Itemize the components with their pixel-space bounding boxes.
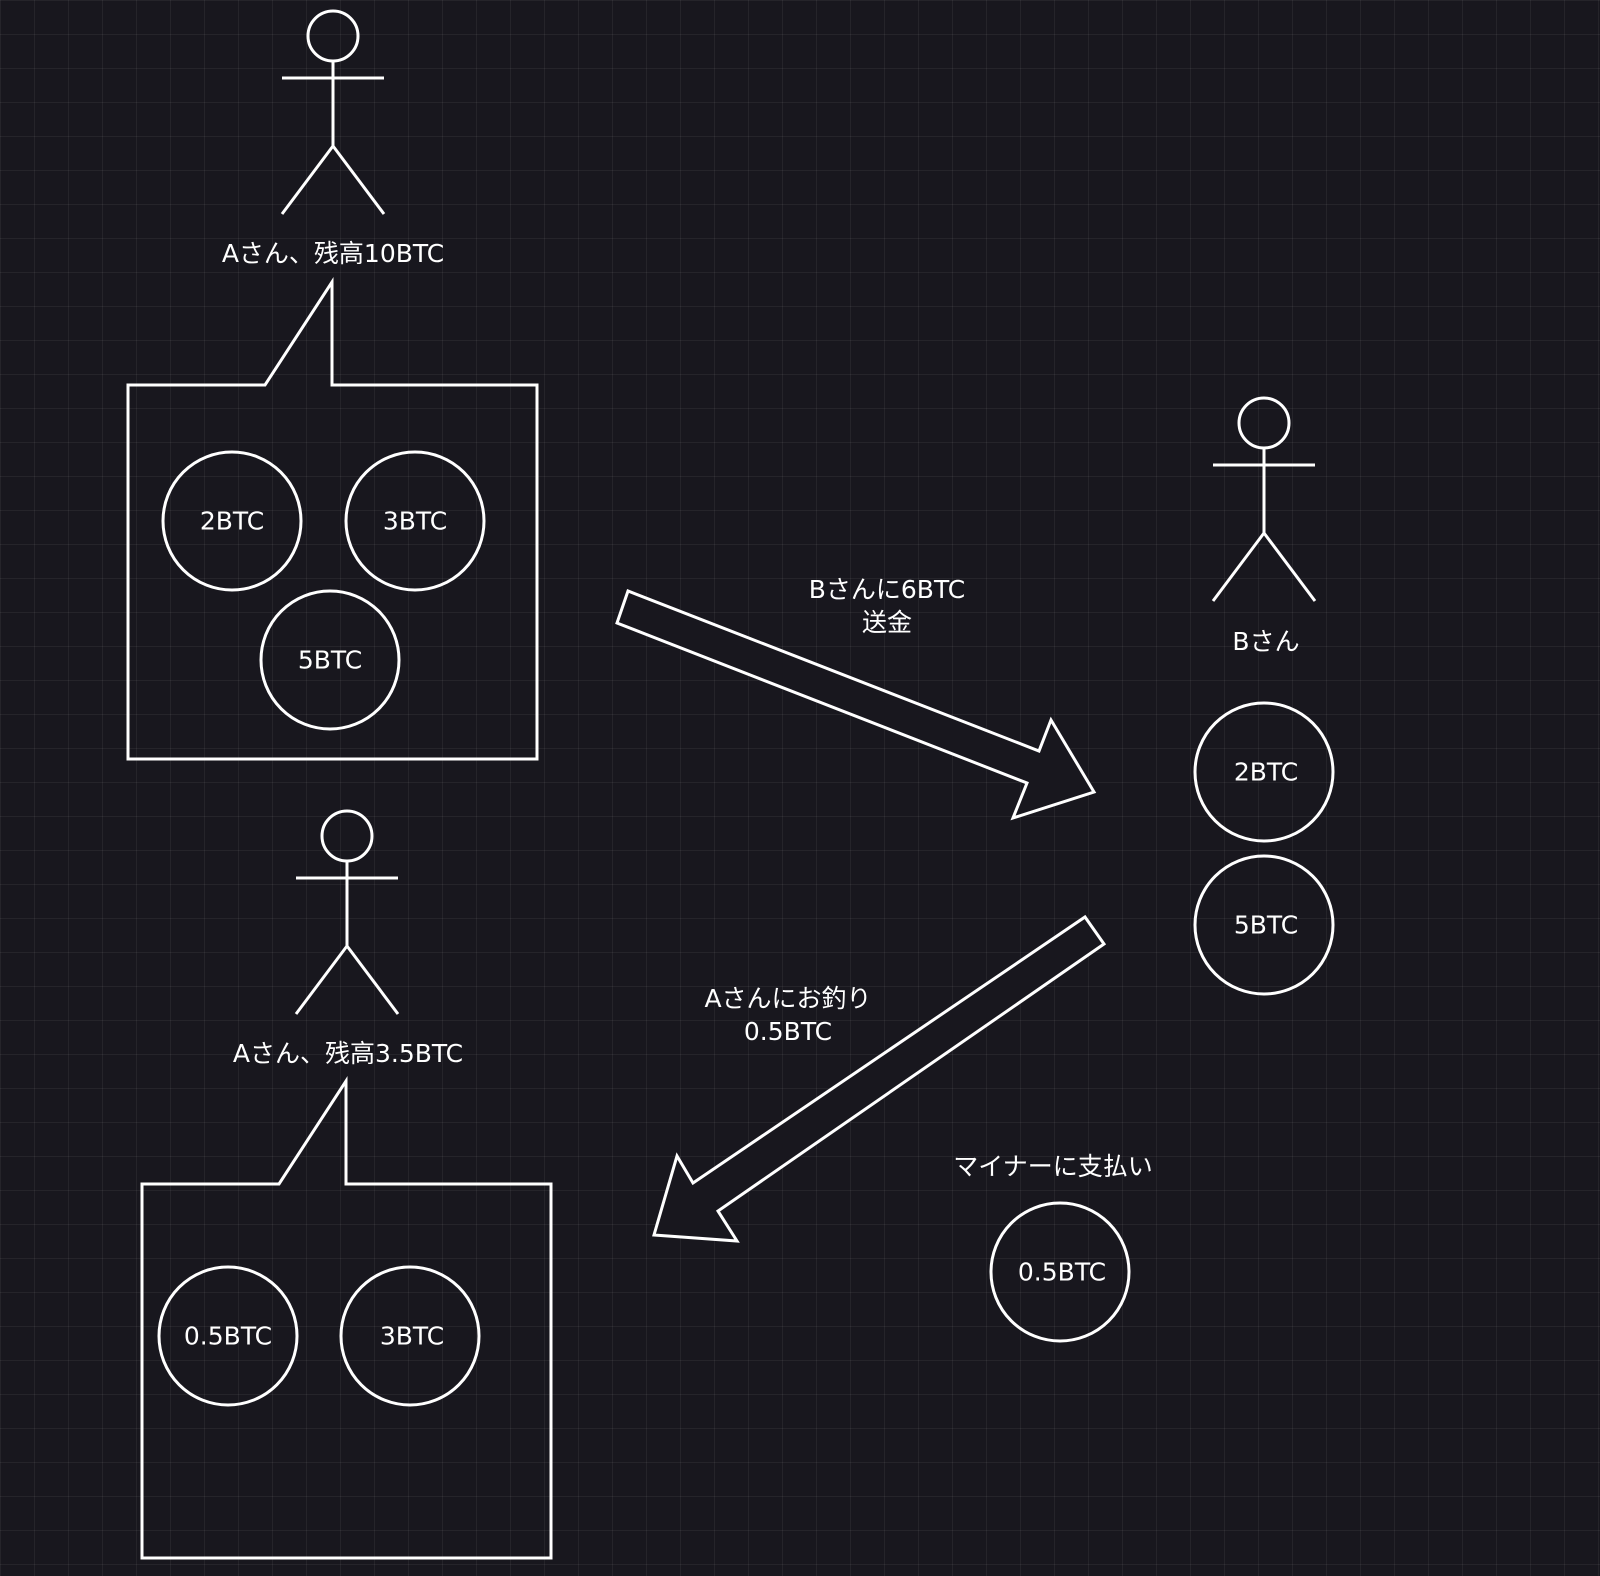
coin-label: 2BTC bbox=[200, 507, 264, 536]
coin-label: 5BTC bbox=[1234, 911, 1298, 940]
coin-a-before-5btc: 5BTC bbox=[259, 589, 401, 731]
miner-fee-label: マイナーに支払い bbox=[953, 1152, 1153, 1181]
coin-miner-0-5btc: 0.5BTC bbox=[989, 1201, 1131, 1343]
coin-a-after-3btc: 3BTC bbox=[339, 1265, 481, 1407]
change-to-a-line2: 0.5BTC bbox=[744, 1017, 832, 1046]
person-a-after-stick-figure bbox=[294, 809, 400, 1015]
arrow-change-to-a bbox=[652, 914, 1107, 1243]
coin-b-2btc: 2BTC bbox=[1193, 701, 1335, 843]
coin-a-before-3btc: 3BTC bbox=[344, 450, 486, 592]
coin-b-5btc: 5BTC bbox=[1193, 854, 1335, 996]
coin-label: 5BTC bbox=[298, 646, 362, 675]
coin-label: 0.5BTC bbox=[184, 1322, 272, 1351]
transfer-to-b-line2: 送金 bbox=[862, 608, 912, 637]
person-a-before-stick-figure bbox=[280, 9, 386, 215]
coin-label: 3BTC bbox=[380, 1322, 444, 1351]
coin-label: 2BTC bbox=[1234, 758, 1298, 787]
person-b-label: Bさん bbox=[1232, 627, 1299, 656]
coin-label: 0.5BTC bbox=[1018, 1258, 1106, 1287]
person-b-stick-figure bbox=[1211, 396, 1317, 602]
coin-label: 3BTC bbox=[383, 507, 447, 536]
coin-a-after-0-5btc: 0.5BTC bbox=[157, 1265, 299, 1407]
person-a-before-label: Aさん、残高10BTC bbox=[222, 239, 444, 268]
person-a-after-label: Aさん、残高3.5BTC bbox=[233, 1039, 463, 1068]
person-a-before-wallet-bubble bbox=[126, 276, 539, 761]
coin-a-before-2btc: 2BTC bbox=[161, 450, 303, 592]
transfer-to-b-line1: Bさんに6BTC bbox=[809, 575, 965, 604]
person-a-after-wallet-bubble bbox=[140, 1075, 553, 1560]
arrow-to-b bbox=[615, 589, 1097, 821]
change-to-a-line1: Aさんにお釣り bbox=[704, 984, 871, 1013]
